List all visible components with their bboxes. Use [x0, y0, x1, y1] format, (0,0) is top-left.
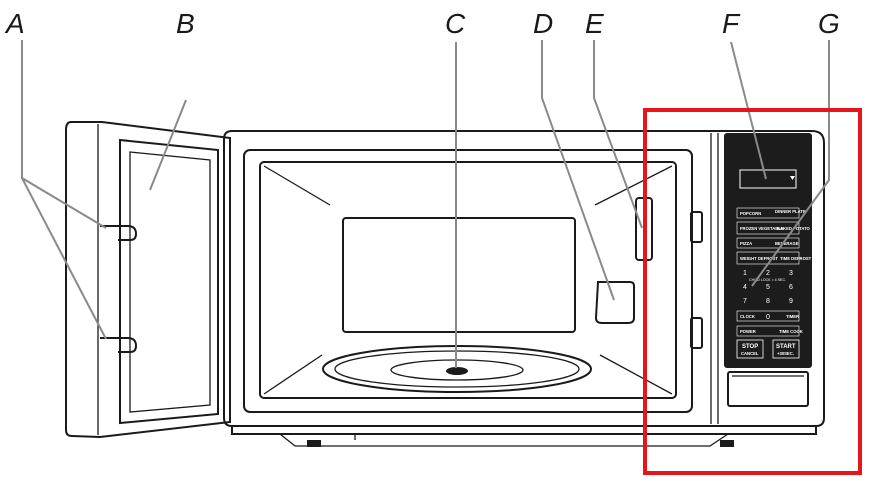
control-panel: POPCORN DINNER PLATE FROZEN VEGETABLE BA… [724, 133, 812, 407]
power-button-label: POWER [740, 329, 756, 334]
door-latch-top [100, 225, 138, 241]
leader-lines [21, 40, 830, 368]
callout-g: G [818, 8, 840, 39]
control-panel-highlight [643, 108, 862, 475]
callout-e: E [585, 8, 604, 39]
time-defrost-button-label: TIME DEFROST [780, 256, 812, 261]
door-latch-bottom [100, 337, 138, 353]
popcorn-button-label: POPCORN [740, 211, 761, 216]
stop-cancel-button[interactable] [736, 339, 764, 359]
pizza-button-label: PIZZA [740, 241, 752, 246]
clock-row[interactable] [736, 310, 800, 322]
key-2[interactable]: 2 [766, 270, 770, 277]
key-1[interactable]: 1 [743, 270, 747, 277]
display-window [739, 169, 797, 189]
waveguide-cover [594, 281, 635, 324]
callout-a: A [4, 8, 25, 39]
leader-b [149, 99, 187, 191]
foot-right [720, 440, 734, 447]
key-8[interactable]: 8 [766, 298, 770, 305]
callout-c: C [445, 8, 466, 39]
display-indicator-icon [790, 176, 795, 180]
key-4[interactable]: 4 [743, 284, 747, 291]
leader-d [541, 40, 615, 301]
key-0[interactable]: 0 [766, 314, 770, 321]
beverage-button-label: BEVERAGE [775, 241, 799, 246]
key-9[interactable]: 9 [789, 298, 793, 305]
callout-d: D [533, 8, 553, 39]
keypad-panel [724, 133, 812, 368]
preset-row-2[interactable] [736, 221, 800, 235]
oven-cavity [243, 149, 703, 413]
latch-hole-top [690, 211, 703, 243]
door-release-button[interactable] [727, 371, 809, 407]
dinner-plate-button-label: DINNER PLATE [775, 209, 806, 214]
key-3[interactable]: 3 [789, 270, 793, 277]
clock-button-label: CLOCK [740, 314, 755, 319]
preset-row-1[interactable] [736, 207, 800, 219]
time-cook-button-label: TIME COOK [779, 329, 803, 334]
latch-hole-bottom [690, 317, 703, 349]
start-plus30-label: +30SEC. [777, 351, 794, 356]
callout-b: B [176, 8, 195, 39]
preset-row-3[interactable] [736, 237, 800, 249]
cabinet [223, 130, 825, 447]
callout-labels: A B C D E F G [4, 8, 840, 39]
weight-defrost-button-label: WEIGHT DEFROST [740, 256, 778, 261]
key-5[interactable]: 5 [766, 284, 770, 291]
stop-label: STOP [742, 344, 758, 350]
start-button[interactable] [772, 339, 800, 359]
key-7[interactable]: 7 [743, 298, 747, 305]
leader-a-1 [21, 40, 107, 229]
frozen-vegetable-button-label: FROZEN VEGETABLE [740, 226, 784, 231]
leader-e [593, 40, 643, 229]
key-6[interactable]: 6 [789, 284, 793, 291]
foot-left [307, 440, 321, 447]
start-label: START [776, 344, 796, 350]
leader-g [751, 40, 830, 287]
power-row[interactable] [736, 325, 800, 337]
cancel-label: CANCEL [741, 351, 759, 356]
child-lock-note: CHILD LOCK = 4 SEC. [749, 278, 786, 282]
callout-f: F [722, 8, 741, 39]
turntable-hub [446, 367, 468, 375]
door [65, 121, 231, 439]
leader-a-2 [21, 177, 107, 340]
timer-button-label: TIMER [786, 314, 799, 319]
